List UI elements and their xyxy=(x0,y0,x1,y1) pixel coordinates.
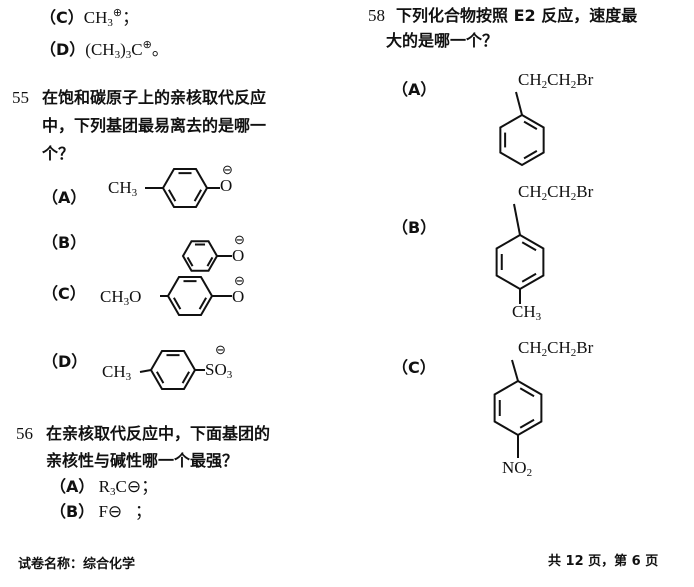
q56-number: 56 xyxy=(16,424,33,443)
double-bond xyxy=(523,150,538,160)
q58-line: 大的是哪一个？ xyxy=(386,31,499,50)
q58-option-c-para: NO2 xyxy=(502,458,533,479)
double-bond xyxy=(519,418,535,429)
benzene-ring xyxy=(161,167,209,209)
q54-option-c: （C）CH3⊕； xyxy=(40,7,140,29)
q56-line: 亲核性与碱性哪一个最强？ xyxy=(46,451,239,470)
q55-option-d-label: （D） xyxy=(42,352,88,371)
double-bond xyxy=(521,272,537,283)
q55-option-c-label: （C） xyxy=(42,284,86,303)
footer-exam-name: 试卷名称：综合化学 xyxy=(18,557,136,572)
q58-option-b-label: （B） xyxy=(392,218,437,237)
double-bond xyxy=(181,371,190,384)
q55-option-d-group: SO3 xyxy=(205,360,233,381)
bond xyxy=(515,91,523,116)
double-bond xyxy=(523,120,538,130)
q55-option-c-charge: ⊖ xyxy=(234,273,245,288)
q58-option-b-chain: CH2CH2Br xyxy=(518,182,594,203)
q55-option-b-charge: ⊖ xyxy=(234,232,245,247)
bond xyxy=(511,359,519,382)
q55-option-b-group: O xyxy=(232,246,245,265)
double-bond xyxy=(206,256,214,267)
benzene-ring xyxy=(495,233,545,291)
q58-option-a-chain: CH2CH2Br xyxy=(518,70,594,91)
q58-number: 58 xyxy=(368,6,385,25)
q55-option-a-charge: ⊖ xyxy=(222,162,233,177)
double-bond xyxy=(519,387,535,398)
double-bond xyxy=(193,189,202,202)
q55-option-c-left: CH3O xyxy=(100,287,142,308)
double-bond xyxy=(198,297,207,310)
bond xyxy=(139,369,152,373)
q55-line: 在饱和碳原子上的亲核取代反应 xyxy=(42,88,267,107)
double-bond xyxy=(173,297,182,310)
double-bond xyxy=(168,189,177,202)
footer-page-info: 共 12 页，第 6 页 xyxy=(548,554,659,569)
q56-line: 在亲核取代反应中，下面基团的 xyxy=(46,424,271,443)
q55-option-b-label: （B） xyxy=(42,233,87,252)
double-bond xyxy=(186,256,194,267)
benzene-ring xyxy=(493,379,543,437)
q55-option-c-group: O xyxy=(232,287,245,306)
q58-option-b-para: CH3 xyxy=(512,302,542,323)
q58-option-c-label: （C） xyxy=(392,358,436,377)
q58-line: 下列化合物按照 E2 反应，速度最 xyxy=(396,6,638,25)
bond xyxy=(513,203,521,236)
q58-option-a-label: （A） xyxy=(392,80,437,99)
double-bond xyxy=(521,241,537,252)
q56-option-b: （B） F⊖ ； xyxy=(50,502,152,521)
q55-line: 中，下列基团最易离去的是哪一 xyxy=(42,116,267,135)
q55-option-a-group: O xyxy=(220,176,233,195)
q58-option-c-chain: CH2CH2Br xyxy=(518,338,594,359)
benzene-ring xyxy=(499,113,545,167)
q55-option-a-left: CH3 xyxy=(108,178,138,199)
benzene-ring xyxy=(149,349,197,391)
benzene-ring xyxy=(166,275,214,317)
q55-option-d-left: CH3 xyxy=(102,362,132,383)
q54-option-d: （D）(CH3)3C⊕。 xyxy=(40,39,169,61)
q56-option-a: （A） R3C⊖； xyxy=(50,477,159,498)
q55-line: 个？ xyxy=(42,144,75,163)
q55-option-d-charge: ⊖ xyxy=(215,342,226,357)
q55-number: 55 xyxy=(12,88,29,107)
benzene-ring xyxy=(181,240,219,272)
q55-option-a-label: （A） xyxy=(42,188,87,207)
double-bond xyxy=(156,371,165,384)
